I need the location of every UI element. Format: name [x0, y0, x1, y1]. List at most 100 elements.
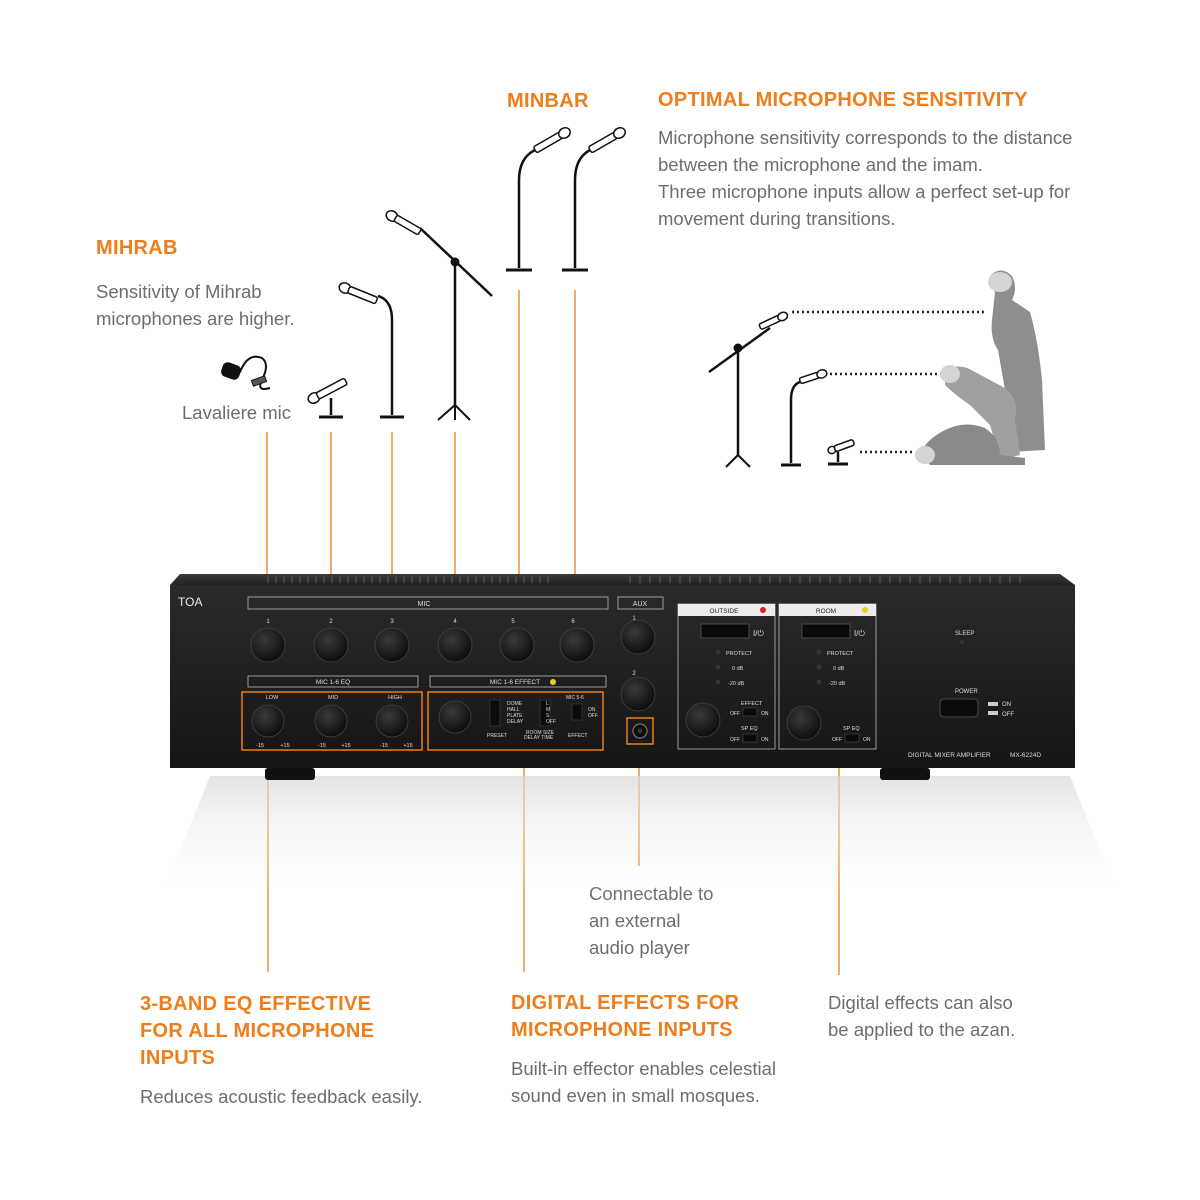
svg-text:OUTSIDE: OUTSIDE	[710, 608, 740, 615]
svg-text:ROOM: ROOM	[816, 608, 836, 615]
svg-text:5: 5	[511, 619, 515, 625]
effects-title-line-2: MICROPHONE INPUTS	[511, 1019, 733, 1041]
model-number: MX-6224D	[1010, 752, 1041, 759]
svg-text:-20 dB: -20 dB	[829, 681, 846, 687]
sleep-label: SLEEP	[955, 631, 974, 637]
svg-text:HALL: HALL	[507, 707, 520, 713]
svg-text:OFF: OFF	[588, 713, 598, 719]
mic-section-label: MIC	[418, 601, 431, 608]
device-front-panel	[170, 585, 1075, 768]
desk-mic-2	[307, 377, 348, 419]
room-panel: ROOM I/⏻ PROTECT 0 dB -20 dB SP EQ OFF O…	[778, 603, 877, 750]
svg-text:I/⏻: I/⏻	[753, 629, 764, 638]
device-reflection	[160, 776, 1120, 900]
sensitivity-line-1: Microphone sensitivity corresponds to th…	[658, 127, 1073, 148]
svg-text:ON: ON	[1002, 702, 1011, 708]
lavaliere-mic-icon	[221, 355, 271, 390]
svg-text:M: M	[546, 707, 550, 713]
sensitivity-line-3: Three microphone inputs allow a perfect …	[658, 181, 1071, 202]
svg-text:I/⏻: I/⏻	[854, 629, 865, 638]
svg-text:+15: +15	[341, 743, 350, 749]
svg-text:HIGH: HIGH	[388, 695, 402, 701]
mihrab-description: Sensitivity of Mihrab microphones are hi…	[96, 278, 294, 332]
svg-text:1: 1	[632, 616, 636, 622]
svg-text:EFFECT: EFFECT	[741, 701, 763, 707]
svg-text:PROTECT: PROTECT	[827, 651, 854, 657]
effect-knob	[438, 700, 472, 734]
boom-stand-mic-4	[385, 209, 493, 421]
svg-text:OFF: OFF	[546, 719, 556, 725]
eq-title-line-1: 3-BAND EQ EFFECTIVE	[140, 993, 372, 1015]
sensitivity-line-2: between the microphone and the imam.	[658, 154, 983, 175]
svg-text:OFF: OFF	[730, 711, 740, 717]
svg-text:DELAY TIME: DELAY TIME	[524, 735, 554, 741]
effects-title: DIGITAL EFFECTS FOR MICROPHONE INPUTS	[511, 990, 739, 1044]
lavaliere-label: Lavaliere mic	[182, 402, 291, 423]
svg-text:6: 6	[571, 619, 575, 625]
eq-section-label: MIC 1-6 EQ	[316, 679, 350, 686]
effect-section-label: MIC 1-6 EFFECT	[490, 679, 540, 686]
svg-text:0 dB: 0 dB	[833, 666, 845, 672]
svg-text:-15: -15	[256, 743, 264, 749]
svg-text:SP EQ: SP EQ	[741, 726, 758, 732]
svg-text:OFF: OFF	[730, 737, 740, 743]
imam-illustration	[708, 270, 1045, 468]
svg-text:1: 1	[266, 619, 270, 625]
aux-note-line-2: an external	[589, 910, 681, 931]
model-name: DIGITAL MIXER AMPLIFIER	[908, 752, 991, 759]
effects-description: Built-in effector enables celestial soun…	[511, 1055, 776, 1109]
sensitivity-line-4: movement during transitions.	[658, 208, 896, 229]
mihrab-line-1: Sensitivity of Mihrab	[96, 281, 262, 302]
svg-text:DOME: DOME	[507, 701, 523, 707]
svg-text:MIC 5-6: MIC 5-6	[566, 695, 584, 701]
minbar-mic-6	[562, 126, 626, 272]
eq-title-line-2: FOR ALL MICROPHONE	[140, 1020, 375, 1042]
eq-description: Reduces acoustic feedback easily.	[140, 1086, 423, 1107]
sensitivity-title: OPTIMAL MICROPHONE SENSITIVITY	[658, 89, 1028, 111]
svg-text:MID: MID	[328, 695, 338, 701]
svg-text:L: L	[546, 701, 549, 707]
svg-text:-15: -15	[380, 743, 388, 749]
azan-line-1: Digital effects can also	[828, 992, 1013, 1013]
mihrab-title: MIHRAB	[96, 237, 178, 259]
aux-note-line-3: audio player	[589, 937, 690, 958]
svg-text:PROTECT: PROTECT	[726, 651, 753, 657]
svg-text:PRESET: PRESET	[487, 733, 507, 739]
svg-text:ON: ON	[761, 737, 769, 743]
power-button	[939, 698, 979, 718]
aux-highlight	[626, 717, 654, 745]
sensitivity-description: Microphone sensitivity corresponds to th…	[658, 124, 1158, 232]
effects-line-2: sound even in small mosques.	[511, 1085, 760, 1106]
aux-section-label: AUX	[633, 601, 648, 608]
effects-title-line-1: DIGITAL EFFECTS FOR	[511, 992, 740, 1014]
svg-text:3: 3	[390, 619, 394, 625]
svg-text:ON: ON	[863, 737, 871, 743]
svg-text:2: 2	[329, 619, 333, 625]
brand-logo: TOA	[178, 595, 202, 609]
svg-text:S: S	[546, 713, 550, 719]
azan-note: Digital effects can also be applied to t…	[828, 989, 1015, 1043]
mic-knobs: 1 2 3 4 5 6 1 2	[250, 616, 656, 712]
effect-led	[550, 679, 556, 685]
svg-text:DELAY: DELAY	[507, 719, 524, 725]
svg-text:EFFECT: EFFECT	[568, 733, 587, 739]
minbar-mic-5	[506, 126, 571, 272]
mihrab-line-2: microphones are higher.	[96, 308, 295, 329]
svg-text:PLATE: PLATE	[507, 713, 523, 719]
svg-text:+15: +15	[403, 743, 412, 749]
svg-text:4: 4	[453, 619, 457, 625]
svg-text:2: 2	[632, 671, 636, 677]
svg-text:OFF: OFF	[832, 737, 842, 743]
svg-text:ON: ON	[588, 707, 596, 713]
svg-text:-20 dB: -20 dB	[728, 681, 745, 687]
azan-line-2: be applied to the azan.	[828, 1019, 1016, 1040]
minbar-title: MINBAR	[507, 90, 589, 112]
outside-panel: OUTSIDE I/⏻ PROTECT 0 dB -20 dB EFFECT O…	[677, 603, 776, 750]
svg-text:+15: +15	[280, 743, 289, 749]
svg-text:SP EQ: SP EQ	[843, 726, 860, 732]
svg-text:-15: -15	[318, 743, 326, 749]
eq-title: 3-BAND EQ EFFECTIVE FOR ALL MICROPHONE I…	[140, 991, 374, 1072]
svg-text:0 dB: 0 dB	[732, 666, 744, 672]
power-label: POWER	[955, 689, 978, 695]
